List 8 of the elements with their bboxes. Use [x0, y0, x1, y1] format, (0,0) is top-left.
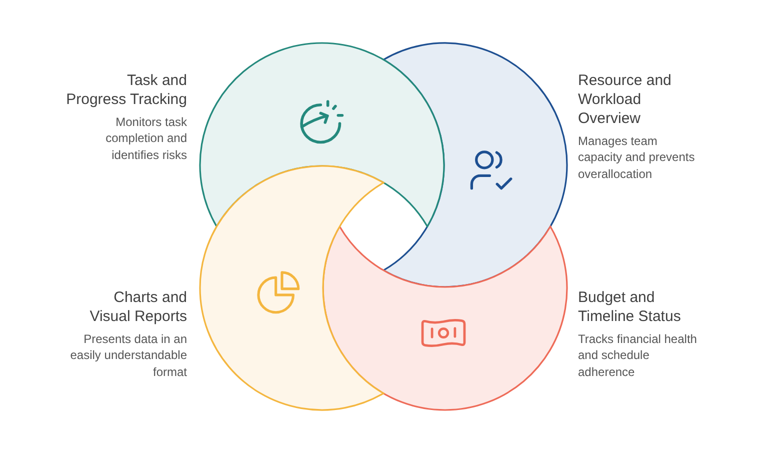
section-heading: Budget and Timeline Status	[578, 288, 682, 326]
section-heading: Task and Progress Tracking	[65, 71, 187, 109]
section-description: Monitors task completion and identifies risks	[104, 114, 187, 163]
section-description: Tracks financial health and schedule adherence	[578, 330, 698, 380]
section-heading: Resource and Workload Overview	[578, 71, 672, 128]
section-heading: Charts and Visual Reports	[88, 288, 187, 326]
section-description: Manages team capacity and prevents overallocation	[578, 132, 696, 182]
section-description: Presents data in an easily understandable format	[69, 330, 187, 380]
